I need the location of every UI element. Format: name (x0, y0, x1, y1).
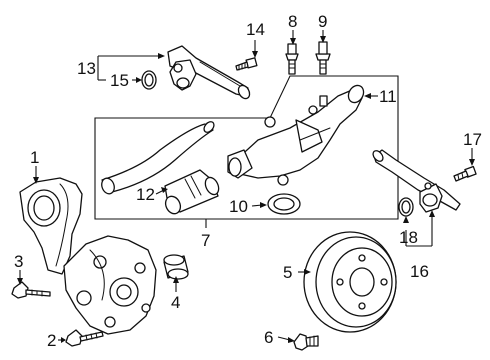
callout-18: 18 (399, 228, 418, 247)
callout-12: 12 (136, 185, 155, 204)
callout-14: 14 (246, 20, 265, 39)
callout-4: 4 (171, 293, 180, 312)
gasket-10 (267, 193, 301, 215)
callout-7: 7 (201, 231, 210, 250)
leader-lines (17, 30, 475, 343)
callout-9: 9 (318, 12, 327, 31)
callout-2: 2 (47, 331, 56, 350)
callout-3: 3 (14, 252, 23, 271)
callout-11: 11 (379, 87, 397, 106)
pulley-5 (303, 231, 397, 333)
stud-8 (285, 43, 299, 75)
coolant-tube-12 (101, 121, 215, 195)
hose-connector-12 (164, 169, 220, 215)
callout-8: 8 (288, 12, 297, 31)
callout-5: 5 (283, 263, 292, 282)
o-ring-18 (398, 197, 414, 217)
bypass-tube-13 (167, 45, 251, 100)
o-ring-15 (141, 70, 157, 90)
bypass-tube-16 (372, 149, 461, 213)
callout-16: 16 (410, 262, 429, 281)
water-pump-housing-1 (19, 177, 83, 275)
callout-15: 15 (110, 71, 129, 90)
callout-10: 10 (229, 197, 248, 216)
stud-9 (315, 41, 331, 75)
sleeve-4 (163, 254, 189, 280)
bolt-17 (453, 165, 477, 182)
bolt-6 (293, 333, 319, 351)
callout-1: 1 (30, 148, 39, 167)
callout-labels: 1 2 3 4 5 6 7 8 9 10 11 12 13 14 15 16 1… (14, 12, 482, 350)
bolt-2 (65, 329, 104, 347)
callout-17: 17 (463, 130, 482, 149)
bolt-14 (235, 57, 258, 71)
thermostat-housing-11 (227, 84, 365, 186)
callout-13: 13 (77, 59, 96, 78)
bolt-3 (11, 281, 51, 299)
callout-6: 6 (264, 328, 273, 347)
water-pump-body (63, 235, 157, 335)
